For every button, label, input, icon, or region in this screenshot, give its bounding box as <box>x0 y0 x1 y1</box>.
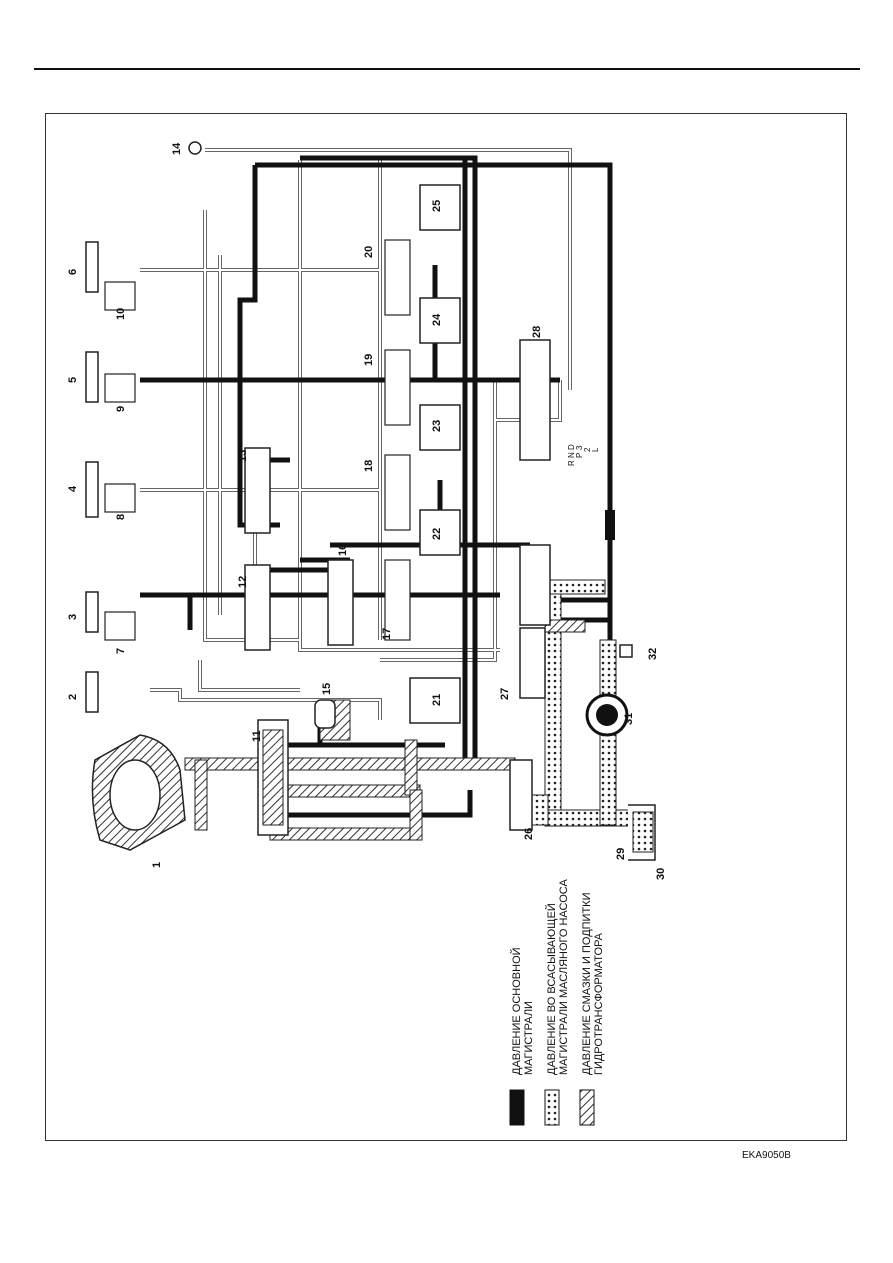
selector-2: 2 <box>583 447 592 452</box>
callout-11: 11 <box>251 730 263 742</box>
callout-3: 3 <box>67 614 79 620</box>
accumulators <box>104 281 136 641</box>
callout-31: 31 <box>623 713 635 725</box>
regulator-valve <box>519 544 551 626</box>
valve-27 <box>519 627 546 699</box>
valve-26 <box>509 759 533 831</box>
callout-16: 16 <box>337 544 349 556</box>
selector-3: 3 <box>575 445 584 450</box>
callout-18: 18 <box>363 460 375 472</box>
solenoids <box>409 184 461 724</box>
callout-24: 24 <box>431 313 443 326</box>
callout-15: 15 <box>321 683 333 695</box>
torque-converter <box>91 734 186 851</box>
legend-hatched-line2: ГИДРОТРАНСФОРМАТОРА <box>593 932 605 1075</box>
callout-labels: 1 2 3 4 5 6 7 8 9 10 11 12 13 14 15 16 1… <box>67 142 667 880</box>
plug-14 <box>188 141 202 155</box>
lubrication-lines <box>184 619 586 841</box>
selector-N: N <box>567 452 576 458</box>
diagram-frame <box>45 113 847 1141</box>
callout-1: 1 <box>151 862 163 868</box>
callout-9: 9 <box>115 406 127 412</box>
callout-7: 7 <box>115 648 127 654</box>
callout-14: 14 <box>171 142 183 155</box>
selector-positions: R N D P 3 2 L <box>567 444 600 466</box>
callout-29: 29 <box>615 848 627 860</box>
clutch-blocks <box>85 241 99 713</box>
legend-swatch-dotted <box>544 1089 560 1126</box>
main-pressure-lines <box>140 155 613 818</box>
shift-valves <box>244 447 354 651</box>
legend-solid-line1: ДАВЛЕНИЕ ОСНОВНОЙ <box>510 947 523 1075</box>
legend-dotted-line1: ДАВЛЕНИЕ ВО ВСАСЫВАЮЩЕЙ <box>545 903 558 1075</box>
callout-6: 6 <box>67 269 79 275</box>
callout-25: 25 <box>431 200 443 212</box>
callout-27: 27 <box>499 688 511 700</box>
callout-23: 23 <box>431 420 443 432</box>
selector-P: P <box>575 453 584 458</box>
callout-10: 10 <box>115 308 127 320</box>
legend-swatch-solid <box>509 1089 525 1126</box>
callout-13: 13 <box>237 450 249 462</box>
callout-8: 8 <box>115 514 127 520</box>
callout-4: 4 <box>67 485 79 492</box>
callout-5: 5 <box>67 377 79 383</box>
callout-26: 26 <box>523 828 535 840</box>
selector-R: R <box>567 460 576 466</box>
legend-swatch-hatched <box>579 1089 595 1126</box>
legend-hatched-line1: ДАВЛЕНИЕ СМАЗКИ И ПОДПИТКИ <box>581 893 593 1076</box>
callout-28: 28 <box>531 326 543 338</box>
legend-solid-line2: МАГИСТРАЛИ <box>523 1001 535 1075</box>
callout-17: 17 <box>381 628 393 640</box>
selector-D: D <box>567 444 576 450</box>
callout-21: 21 <box>431 694 443 706</box>
figure-code: EKA9050B <box>742 1150 791 1161</box>
selector-L: L <box>591 447 600 452</box>
valve-28 <box>519 339 551 461</box>
filter-element <box>605 510 615 540</box>
callout-12: 12 <box>237 576 249 588</box>
callout-19: 19 <box>363 354 375 366</box>
legend-dotted-line2: МАГИСТРАЛИ МАСЛЯНОГО НАСОСА <box>558 879 570 1075</box>
sensor-32 <box>619 644 633 658</box>
secondary-line-cores <box>140 149 571 720</box>
part-15 <box>314 699 336 729</box>
header-rule <box>34 68 860 70</box>
callout-20: 20 <box>363 246 375 258</box>
solenoid-valves <box>384 239 411 641</box>
callout-2: 2 <box>67 694 79 700</box>
callout-30: 30 <box>655 868 667 880</box>
legend: ДАВЛЕНИЕ ОСНОВНОЙ МАГИСТРАЛИ ДАВЛЕНИЕ ВО… <box>509 879 605 1126</box>
callout-22: 22 <box>431 528 443 540</box>
callout-32: 32 <box>647 648 659 660</box>
